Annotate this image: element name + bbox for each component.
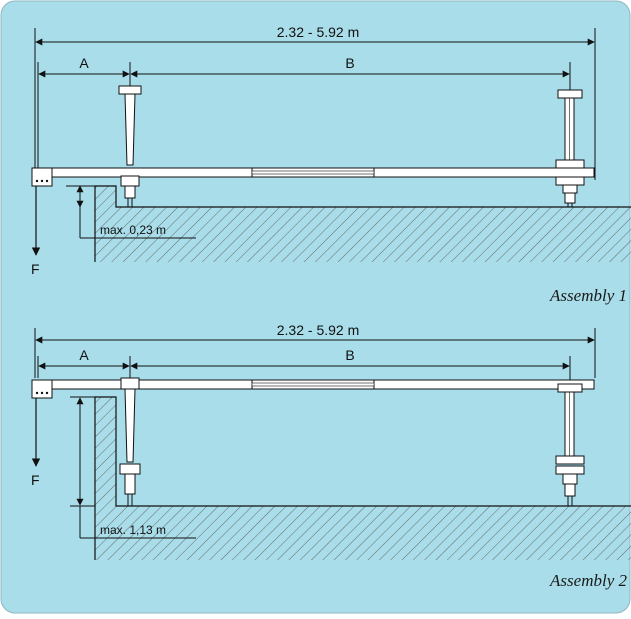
end-hook bbox=[31, 167, 53, 187]
left-support-2 bbox=[119, 377, 141, 506]
total-span-label: 2.32 - 5.92 m bbox=[277, 322, 360, 338]
height-dimension-2: max. 1,13 m bbox=[70, 396, 196, 539]
assembly-1-caption: Assembly 1 bbox=[549, 286, 627, 305]
beam-1 bbox=[31, 167, 595, 187]
dim-b-label: B bbox=[345, 347, 354, 363]
dim-a-label: A bbox=[79, 347, 89, 363]
assembly-2: 2.32 - 5.92 m A B max. 1,13 m bbox=[31, 322, 631, 590]
ground-slab-2 bbox=[94, 396, 631, 560]
dim-b-label: B bbox=[345, 55, 354, 71]
ab-dimension-1: A B bbox=[37, 55, 571, 170]
force-label: F bbox=[31, 261, 40, 277]
assembly-2-caption: Assembly 2 bbox=[549, 571, 627, 590]
height-dimension-1: max. 0,23 m bbox=[66, 185, 196, 239]
right-support-2 bbox=[555, 383, 585, 506]
right-support-1 bbox=[555, 89, 585, 207]
force-arrow-1: F bbox=[31, 186, 41, 277]
total-span-dimension-1: 2.32 - 5.92 m bbox=[34, 24, 596, 185]
total-span-dimension-2: 2.32 - 5.92 m bbox=[34, 322, 596, 378]
force-arrow-2: F bbox=[31, 398, 41, 488]
total-span-label: 2.32 - 5.92 m bbox=[277, 24, 360, 40]
ab-dimension-2: A B bbox=[37, 347, 571, 380]
assembly-1: 2.32 - 5.92 m A B max. 0,23 m bbox=[31, 24, 631, 305]
force-label: F bbox=[31, 472, 40, 488]
max-height-label: max. 0,23 m bbox=[100, 223, 166, 237]
left-support-1 bbox=[118, 85, 142, 207]
beam-2 bbox=[31, 379, 595, 399]
max-height-label: max. 1,13 m bbox=[100, 523, 166, 537]
dim-a-label: A bbox=[79, 55, 89, 71]
ground-slab-1 bbox=[94, 185, 631, 262]
end-hook bbox=[31, 379, 53, 399]
